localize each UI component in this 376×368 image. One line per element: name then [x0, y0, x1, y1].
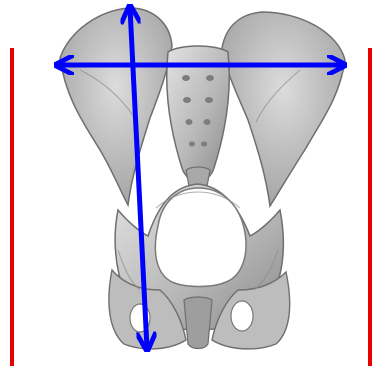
left-iliac-wing — [60, 8, 172, 205]
right-iliac-wing — [222, 12, 345, 206]
right-obturator-foramen — [231, 301, 253, 331]
pelvis-bone — [60, 8, 345, 349]
pubic-symphysis — [184, 297, 212, 349]
